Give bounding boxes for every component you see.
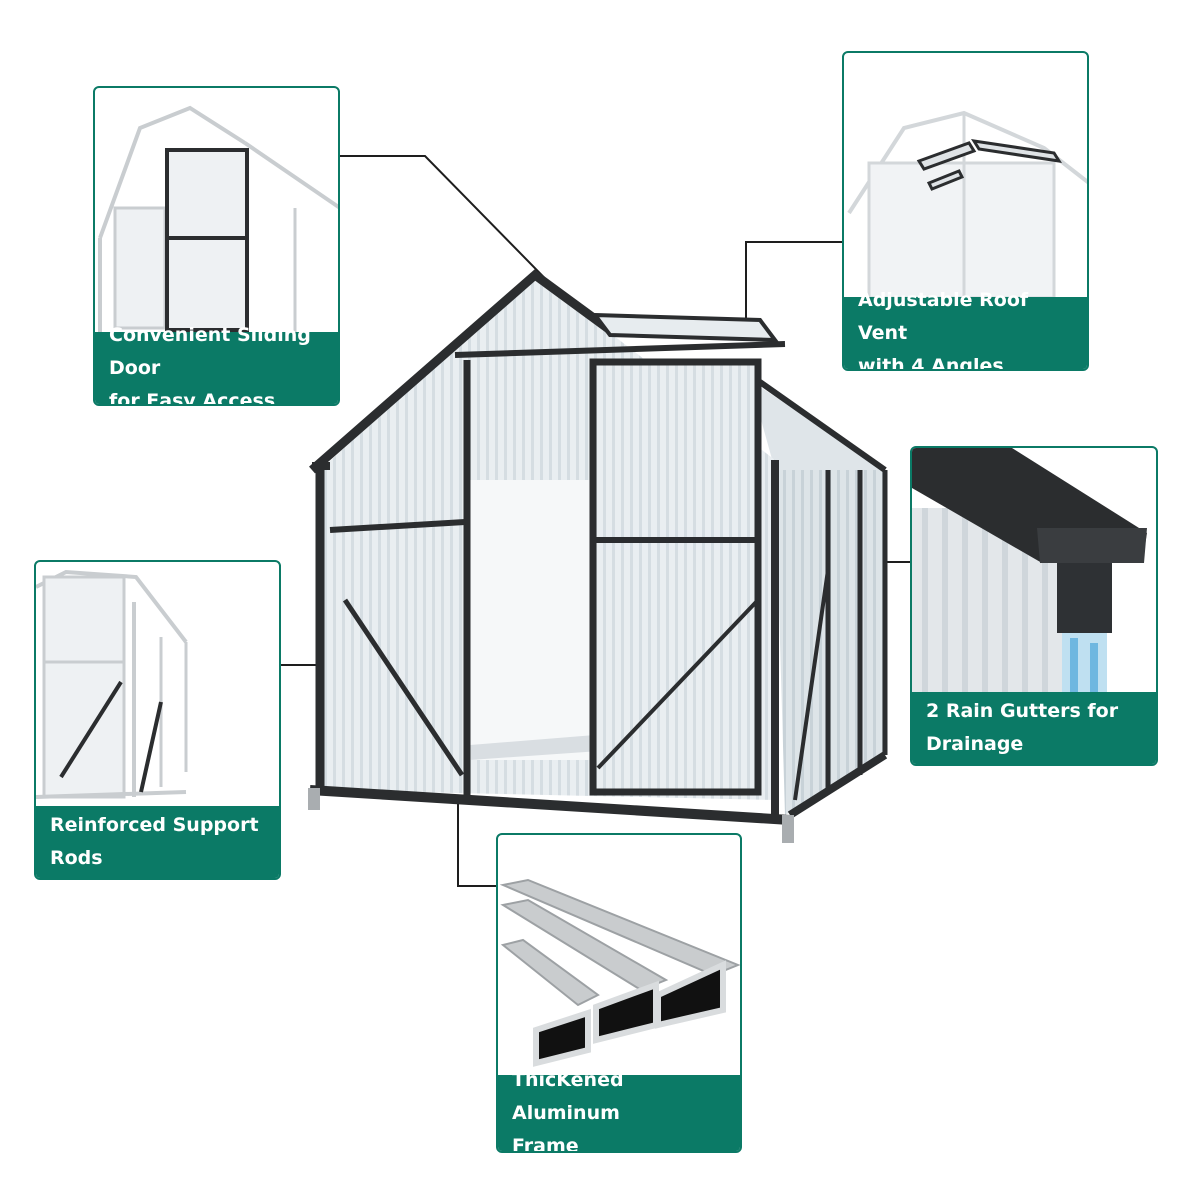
feature-card-sliding-door: Convenient Sliding Door for Easy Access	[93, 86, 340, 406]
support-rod-right	[596, 598, 760, 770]
caption-line-2: Frame	[512, 1134, 579, 1153]
sliding-door-panel	[589, 358, 762, 796]
base-foot-left	[308, 788, 320, 810]
caption-line-2: for Easy Access	[109, 389, 276, 406]
caption-line-1: 2 Rain Gutters for	[926, 700, 1119, 722]
caption-support-rods: Reinforced Support Rods	[36, 806, 279, 878]
feature-card-support-rods: Reinforced Support Rods	[34, 560, 281, 880]
caption-line-2: with 4 Angles	[858, 354, 1004, 371]
door-top-rail	[454, 341, 786, 358]
caption-sliding-door: Convenient Sliding Door for Easy Access	[95, 324, 338, 406]
roof-frame	[309, 269, 613, 474]
caption-line-2: Drainage	[926, 733, 1024, 755]
support-rod-side	[793, 569, 830, 801]
roof-frame-right	[758, 379, 887, 473]
sliding-door-image	[98, 105, 338, 333]
caption-roof-vent: Adjustable Roof Vent with 4 Angles	[844, 289, 1087, 371]
caption-line-2: Rods	[50, 847, 103, 869]
connector-roof-vent	[745, 241, 842, 320]
feature-card-aluminum-frame: ThicKened Aluminum Frame	[496, 833, 742, 1153]
support-rod-left	[342, 598, 465, 777]
feature-card-rain-gutters: 2 Rain Gutters for Drainage	[910, 446, 1158, 766]
roof-vent-image	[847, 110, 1087, 300]
doorway-opening	[470, 480, 595, 760]
caption-line-1: ThicKened Aluminum	[512, 1068, 624, 1124]
base-rail	[309, 785, 791, 825]
caption-line-1: Convenient Sliding Door	[109, 323, 311, 379]
feature-card-roof-vent: Adjustable Roof Vent with 4 Angles	[842, 51, 1089, 371]
caption-rain-gutters: 2 Rain Gutters for Drainage	[912, 692, 1156, 764]
caption-aluminum-frame: ThicKened Aluminum Frame	[498, 1069, 740, 1153]
rain-gutter-image	[912, 448, 1147, 693]
base-rail-side	[787, 751, 888, 819]
roof-vent-window	[590, 312, 780, 343]
base-foot-right	[782, 815, 794, 843]
aluminum-frame-image	[499, 878, 740, 1067]
caption-line-1: Adjustable Roof Vent	[858, 288, 1029, 344]
caption-line-1: Reinforced Support	[50, 814, 259, 836]
cross-rail-left	[329, 519, 466, 533]
connector-aluminum-frame	[457, 795, 496, 887]
support-rods-image	[36, 569, 188, 799]
